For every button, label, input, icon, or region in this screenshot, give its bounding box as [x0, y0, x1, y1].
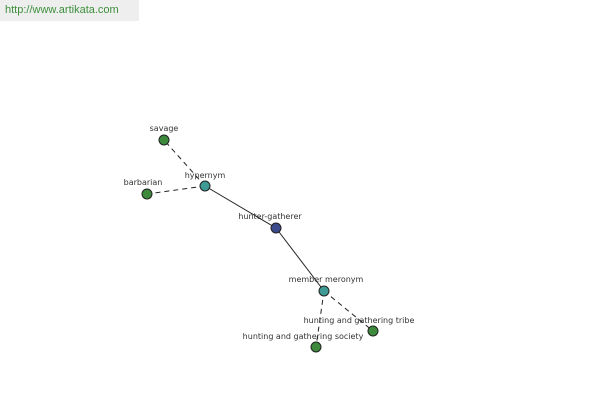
- node-label-savage[interactable]: savage: [150, 124, 179, 133]
- edge-hunter-gatherer-to-hypernym: [204, 185, 277, 229]
- site-url-text[interactable]: http://www.artikata.com: [5, 4, 119, 16]
- node-barbarian[interactable]: [141, 188, 153, 200]
- nodes-layer: [141, 134, 379, 353]
- labels-layer: hunter-gatherer hypernym member meronym sav…: [124, 124, 415, 341]
- node-hunting-and-gathering-society[interactable]: [310, 341, 322, 353]
- node-savage[interactable]: [158, 134, 170, 146]
- node-label-hypernym[interactable]: hypernym: [185, 171, 226, 180]
- node-hypernym[interactable]: [199, 180, 211, 192]
- node-hunter-gatherer[interactable]: [270, 222, 282, 234]
- node-label-hunting-and-gathering-society[interactable]: hunting and gathering society: [243, 332, 364, 341]
- node-label-hunting-and-gathering-tribe[interactable]: hunting and gathering tribe: [304, 316, 415, 325]
- edges-layer: [146, 139, 374, 348]
- node-label-hunter-gatherer[interactable]: hunter-gatherer: [238, 212, 302, 221]
- site-url-banner[interactable]: http://www.artikata.com: [0, 0, 139, 21]
- edge-hunter-gatherer-to-member-meronym: [275, 227, 325, 292]
- node-label-member-meronym[interactable]: member meronym: [289, 275, 364, 284]
- edge-hypernym-to-barbarian: [146, 185, 206, 195]
- edge-member-meronym-to-hunting-and-gathering-tribe: [323, 290, 374, 332]
- node-label-barbarian[interactable]: barbarian: [124, 178, 163, 187]
- node-hunting-and-gathering-tribe[interactable]: [367, 325, 379, 337]
- edge-member-meronym-to-hunting-and-gathering-society: [315, 290, 325, 348]
- node-member-meronym[interactable]: [318, 285, 330, 297]
- edge-hypernym-to-savage: [163, 139, 206, 187]
